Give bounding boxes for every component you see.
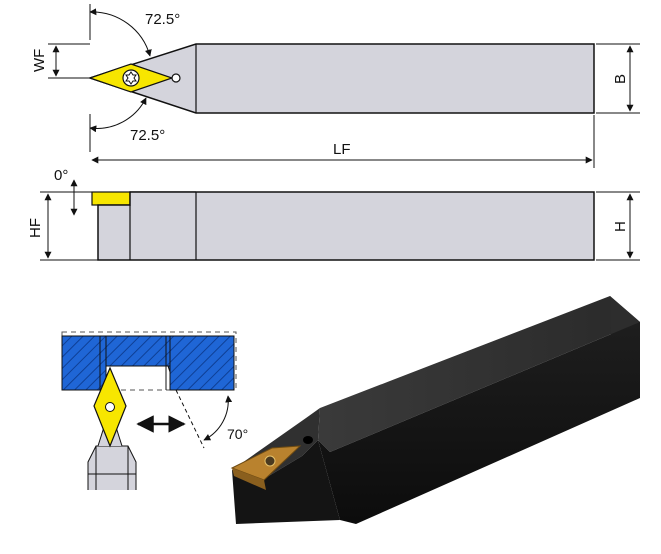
shank-top-outline: [87, 43, 595, 114]
tool-shank-sketch: [87, 445, 137, 490]
tool-3d-render: [230, 296, 640, 524]
angle-arc-70: [203, 395, 233, 441]
tool-3d-head-front: [232, 440, 340, 524]
shank-side-outline: [97, 191, 595, 261]
h-label: H: [612, 221, 629, 232]
workpiece-right-block: [169, 335, 235, 391]
tool-3d-top-face: [318, 296, 640, 452]
tool-3d-side-face: [318, 322, 640, 524]
lf-label: LF: [333, 141, 351, 158]
b-label: B: [612, 74, 629, 84]
insert-sketch-hole: [105, 402, 115, 412]
angle-upper-label: 72.5°: [145, 11, 180, 28]
rake-angle-label: 0°: [54, 167, 68, 184]
angle-lower-label: 72.5°: [130, 127, 165, 144]
application-view: 70°: [61, 331, 248, 490]
side-view: 0° HF H: [27, 167, 640, 261]
hf-label: HF: [27, 218, 44, 238]
flank-ref-line: [175, 389, 205, 449]
angle-arc-upper: [89, 8, 152, 57]
tool-3d-insert-screw-icon: [264, 455, 276, 467]
insert-side: [91, 191, 131, 206]
top-view: 72.5° 72.5° WF B LF: [31, 4, 640, 168]
tool-3d-insert-edge: [232, 468, 266, 490]
angle-arc-lower: [89, 97, 147, 133]
clamp-hole: [171, 73, 181, 83]
angle-70-label: 70°: [227, 426, 248, 442]
workpiece-middle-block: [105, 335, 171, 367]
workpiece-left-block: [61, 335, 107, 391]
wf-label: WF: [31, 49, 48, 72]
torx-screw-icon: [122, 69, 140, 87]
tool-3d-clamp-hole: [303, 436, 313, 444]
